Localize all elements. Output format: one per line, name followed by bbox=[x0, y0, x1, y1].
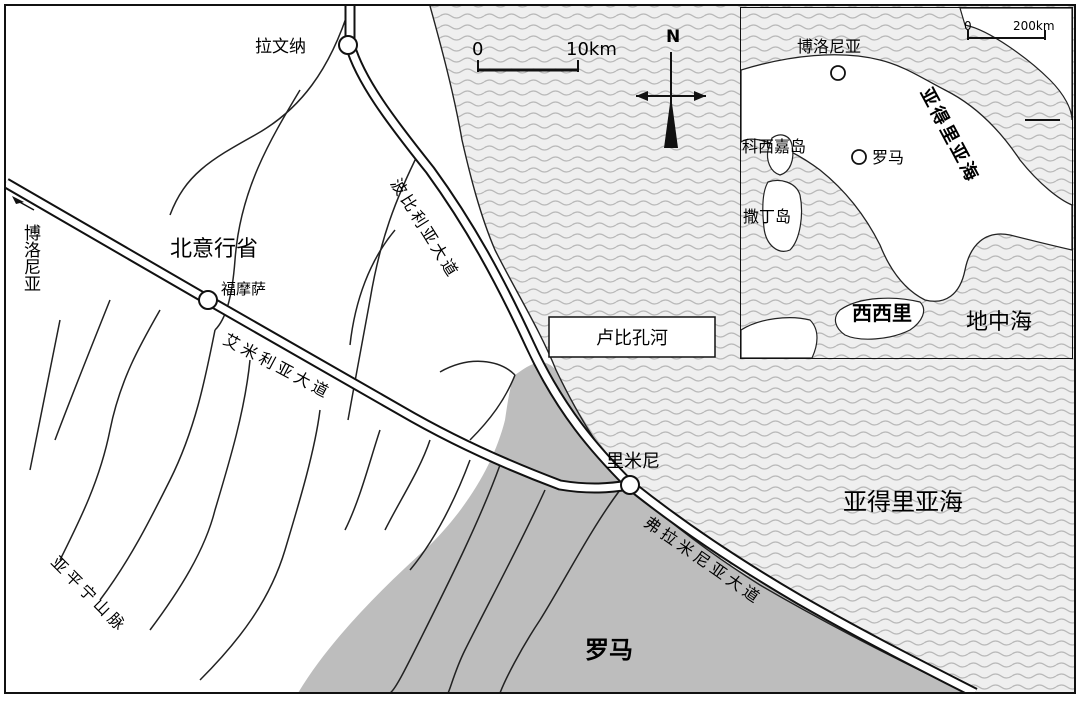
bologna-vertical-label: 博洛尼亚 bbox=[20, 224, 41, 292]
inset-corsica-label: 科西嘉岛 bbox=[742, 137, 806, 156]
sicily-shape bbox=[834, 297, 925, 340]
inset-rome-label: 罗马 bbox=[872, 148, 904, 167]
inset-sicily-label: 西西里 bbox=[852, 301, 912, 325]
bologna-direction: 博洛尼亚 bbox=[12, 196, 41, 292]
ravenna-marker bbox=[338, 35, 358, 55]
north-label: N bbox=[666, 27, 680, 47]
roads bbox=[6, 6, 978, 692]
inset-mediterranean-label: 地中海 bbox=[966, 310, 1032, 335]
adriatic-sea-label: 亚得里亚海 bbox=[843, 488, 963, 516]
north-province-label: 北意行省 bbox=[170, 237, 258, 262]
scale-end-label: 10km bbox=[566, 39, 617, 60]
inset-map: 0 200km 博洛尼亚 科西嘉岛 罗马 撒丁岛 西西里 地中海 亚得里亚海 bbox=[740, 7, 1073, 359]
scale-start-label: 0 bbox=[472, 39, 483, 60]
sardinia-shape bbox=[762, 179, 803, 252]
inset-bologna-marker bbox=[830, 65, 846, 81]
forum-popili-marker bbox=[198, 290, 218, 310]
forum-popili-label: 福摩萨 bbox=[221, 280, 266, 298]
ravenna-label: 拉文纳 bbox=[255, 37, 306, 57]
rivers bbox=[29, 6, 621, 692]
rubicon-label: 卢比孔河 bbox=[596, 328, 668, 349]
inset-scale-end: 200km bbox=[1013, 19, 1055, 33]
rimini-marker bbox=[620, 475, 640, 495]
rubicon-label-box bbox=[548, 316, 716, 358]
inset-sardinia-label: 撒丁岛 bbox=[743, 207, 791, 226]
north-arrow-icon: N bbox=[636, 27, 706, 148]
scale-bar: 0 10km bbox=[472, 39, 617, 72]
italy-landmass bbox=[741, 54, 1072, 302]
inset-bologna-label: 博洛尼亚 bbox=[797, 37, 861, 56]
coastline bbox=[429, 6, 968, 692]
rome-region-label: 罗马 bbox=[585, 636, 633, 664]
inset-scale-start: 0 bbox=[964, 19, 972, 33]
inset-rome-marker bbox=[851, 149, 867, 165]
rome-region-area bbox=[298, 362, 967, 692]
corsica-shape bbox=[766, 134, 794, 176]
rimini-label: 里米尼 bbox=[606, 451, 660, 472]
